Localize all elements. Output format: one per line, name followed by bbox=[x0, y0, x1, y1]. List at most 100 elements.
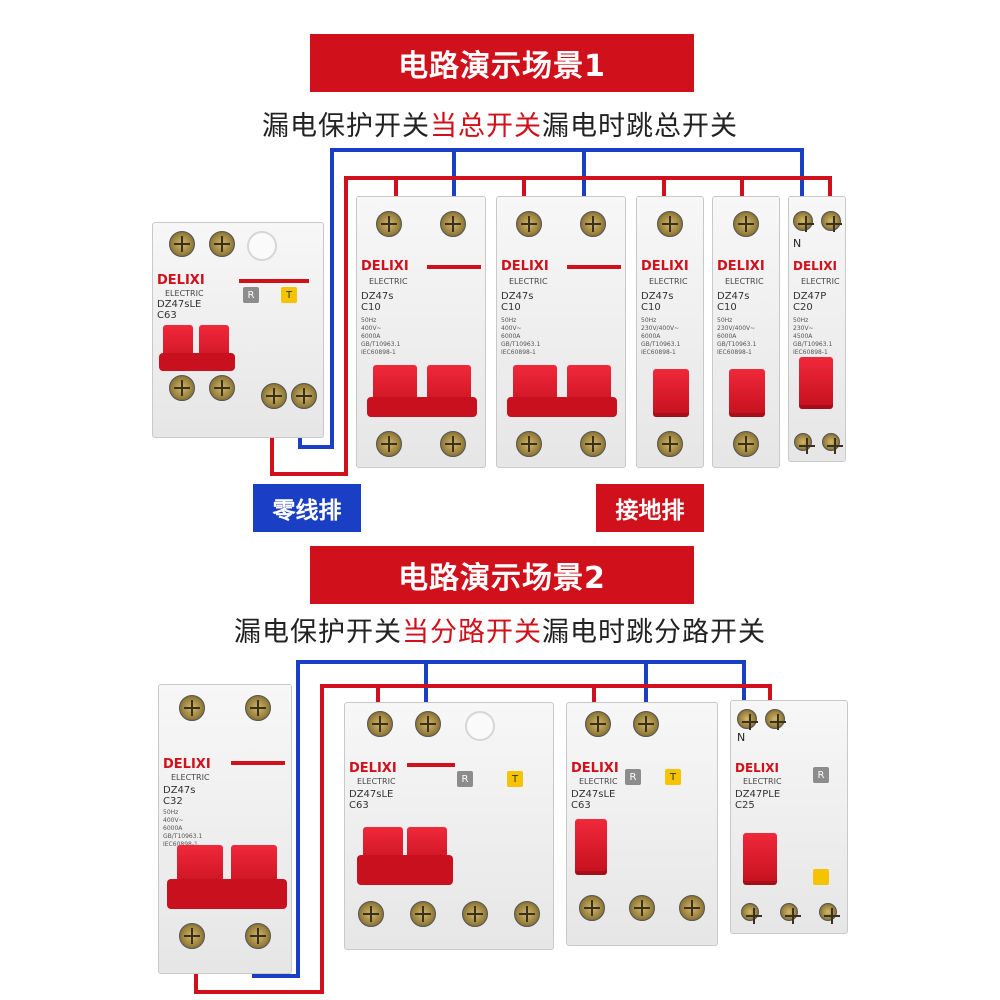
scene1-breaker-1[interactable]: DELIXI ELECTRIC DZ47s C10 50Hz 400V~ 600… bbox=[356, 196, 486, 468]
red-stripe bbox=[427, 265, 481, 269]
scene2-rcbo-2[interactable]: DELIXI ELECTRIC DZ47sLE C63 R T bbox=[566, 702, 718, 946]
scene1-breaker-3[interactable]: DELIXI ELECTRIC DZ47s C10 50Hz 230V/400V… bbox=[636, 196, 704, 468]
red-stripe bbox=[231, 761, 285, 765]
brand-logo: DELIXI bbox=[717, 259, 765, 274]
reset-button[interactable]: R bbox=[625, 769, 641, 785]
scene1-main-rcbo[interactable]: DELIXI ELECTRIC DZ47sLE C63 R T bbox=[152, 222, 324, 438]
toggle-lever[interactable] bbox=[743, 833, 777, 885]
terminal-screw-icon bbox=[209, 375, 235, 401]
scene1-subtitle-post: 漏电时跳总开关 bbox=[542, 111, 738, 142]
red-stripe bbox=[567, 265, 621, 269]
scene1-breaker-5[interactable]: N DELIXI ELECTRIC DZ47P C20 50Hz 230V~ 4… bbox=[788, 196, 846, 462]
spec-label: 50Hz 230V/400V~ 6000A GB/T10963.1 IEC608… bbox=[717, 317, 757, 356]
model-label: DZ47PLE C25 bbox=[735, 789, 781, 811]
terminal-screw-icon bbox=[516, 211, 542, 237]
test-button-icon[interactable] bbox=[813, 869, 829, 885]
terminal-screw-icon bbox=[793, 211, 814, 232]
scene2-subtitle-highlight: 当分路开关 bbox=[402, 617, 542, 648]
brand-sub: ELECTRIC bbox=[369, 277, 408, 286]
spec-label: 50Hz 230V/400V~ 6000A GB/T10963.1 IEC608… bbox=[641, 317, 681, 356]
terminal-screw-icon bbox=[765, 709, 786, 730]
terminal-screw-icon bbox=[179, 695, 205, 721]
terminal-screw-icon bbox=[169, 375, 195, 401]
bottom-terminals bbox=[497, 431, 625, 457]
bottom-terminals bbox=[789, 433, 845, 454]
terminal-screw-icon bbox=[245, 695, 271, 721]
top-terminals bbox=[159, 695, 291, 721]
scene2-main-breaker[interactable]: DELIXI ELECTRIC DZ47s C32 50Hz 400V~ 600… bbox=[158, 684, 292, 974]
terminal-screw-icon bbox=[169, 231, 195, 257]
scene1-breaker-4[interactable]: DELIXI ELECTRIC DZ47s C10 50Hz 230V/400V… bbox=[712, 196, 780, 468]
brand-logo: DELIXI bbox=[571, 761, 619, 776]
brand-logo: DELIXI bbox=[501, 259, 549, 274]
bottom-terminals bbox=[637, 431, 703, 457]
terminal-screw-icon bbox=[818, 903, 840, 924]
spec-label: 50Hz 400V~ 6000A GB/T10963.1 IEC60898-1 bbox=[501, 317, 541, 356]
toggle-lever[interactable] bbox=[799, 357, 833, 409]
terminal-screw-icon bbox=[358, 901, 384, 927]
brand-sub: ELECTRIC bbox=[357, 777, 396, 786]
red-stripe bbox=[239, 279, 309, 283]
test-button[interactable]: T bbox=[507, 771, 523, 787]
toggle-lever[interactable] bbox=[653, 369, 689, 417]
model-label: DZ47s C10 bbox=[501, 291, 534, 313]
brand-logo: DELIXI bbox=[641, 259, 689, 274]
scene2-rcbo-1[interactable]: DELIXI ELECTRIC DZ47sLE C63 R T bbox=[344, 702, 554, 950]
scene1-live-wire-main bbox=[270, 176, 832, 476]
terminal-screw-icon bbox=[733, 431, 759, 457]
top-terminals bbox=[497, 211, 625, 237]
brand-sub: ELECTRIC bbox=[725, 277, 764, 286]
brand-sub: ELECTRIC bbox=[743, 777, 782, 786]
test-button[interactable]: T bbox=[281, 287, 297, 303]
toggle-handle-bar[interactable] bbox=[159, 353, 235, 371]
reset-button[interactable]: R bbox=[243, 287, 259, 303]
model-label: DZ47s C10 bbox=[641, 291, 674, 313]
toggle-handle-bar[interactable] bbox=[357, 855, 453, 885]
toggle-handle-bar[interactable] bbox=[507, 397, 617, 417]
bottom-terminals bbox=[713, 431, 779, 457]
scene1-breaker-2[interactable]: DELIXI ELECTRIC DZ47s C10 50Hz 400V~ 600… bbox=[496, 196, 626, 468]
top-terminals bbox=[153, 231, 323, 257]
terminal-screw-icon bbox=[580, 431, 606, 457]
output-neutral-screw-icon bbox=[291, 383, 317, 409]
ground-bar-tag: 接地排 bbox=[596, 484, 704, 532]
scene2-live-wire-main bbox=[194, 684, 772, 994]
toggle-handle-bar[interactable] bbox=[167, 879, 287, 909]
spec-label: 50Hz 400V~ 6000A GB/T10963.1 IEC60898-1 bbox=[163, 809, 203, 848]
terminal-screw-icon bbox=[462, 901, 488, 927]
reset-button[interactable]: R bbox=[813, 767, 829, 783]
terminal-screw-icon bbox=[209, 231, 235, 257]
test-button[interactable]: T bbox=[665, 769, 681, 785]
scene1-subtitle-pre: 漏电保护开关 bbox=[262, 111, 430, 142]
bottom-terminals bbox=[153, 375, 323, 401]
scene2-rcbo-3[interactable]: N DELIXI ELECTRIC DZ47PLE C25 R bbox=[730, 700, 848, 934]
top-terminals bbox=[357, 211, 485, 237]
terminal-screw-icon bbox=[376, 431, 402, 457]
terminal-screw-icon bbox=[410, 901, 436, 927]
output-live-screw-icon bbox=[261, 383, 287, 409]
spec-label: 50Hz 230V~ 4500A GB/T10963.1 IEC60898-1 bbox=[793, 317, 833, 356]
top-terminals bbox=[731, 709, 847, 730]
scene2-subtitle-pre: 漏电保护开关 bbox=[234, 617, 402, 648]
terminal-screw-icon bbox=[629, 895, 655, 921]
red-stripe bbox=[407, 763, 455, 767]
brand-logo: DELIXI bbox=[157, 273, 205, 288]
model-label: DZ47P C20 bbox=[793, 291, 827, 313]
top-terminals bbox=[567, 711, 717, 737]
terminal-screw-icon bbox=[733, 211, 759, 237]
toggle-handle-bar[interactable] bbox=[367, 397, 477, 417]
toggle-lever[interactable] bbox=[729, 369, 765, 417]
scene2-subtitle-post: 漏电时跳分路开关 bbox=[542, 617, 766, 648]
brand-logo: DELIXI bbox=[735, 761, 779, 775]
brand-logo: DELIXI bbox=[793, 259, 837, 273]
terminal-screw-icon bbox=[245, 923, 271, 949]
terminal-screw-icon bbox=[440, 211, 466, 237]
brand-sub: ELECTRIC bbox=[649, 277, 688, 286]
terminal-screw-icon bbox=[376, 211, 402, 237]
terminal-screw-icon bbox=[679, 895, 705, 921]
reset-button[interactable]: R bbox=[457, 771, 473, 787]
neutral-label: N bbox=[793, 237, 802, 250]
terminal-screw-icon bbox=[580, 211, 606, 237]
toggle-lever[interactable] bbox=[575, 819, 607, 875]
terminal-screw-icon bbox=[657, 431, 683, 457]
